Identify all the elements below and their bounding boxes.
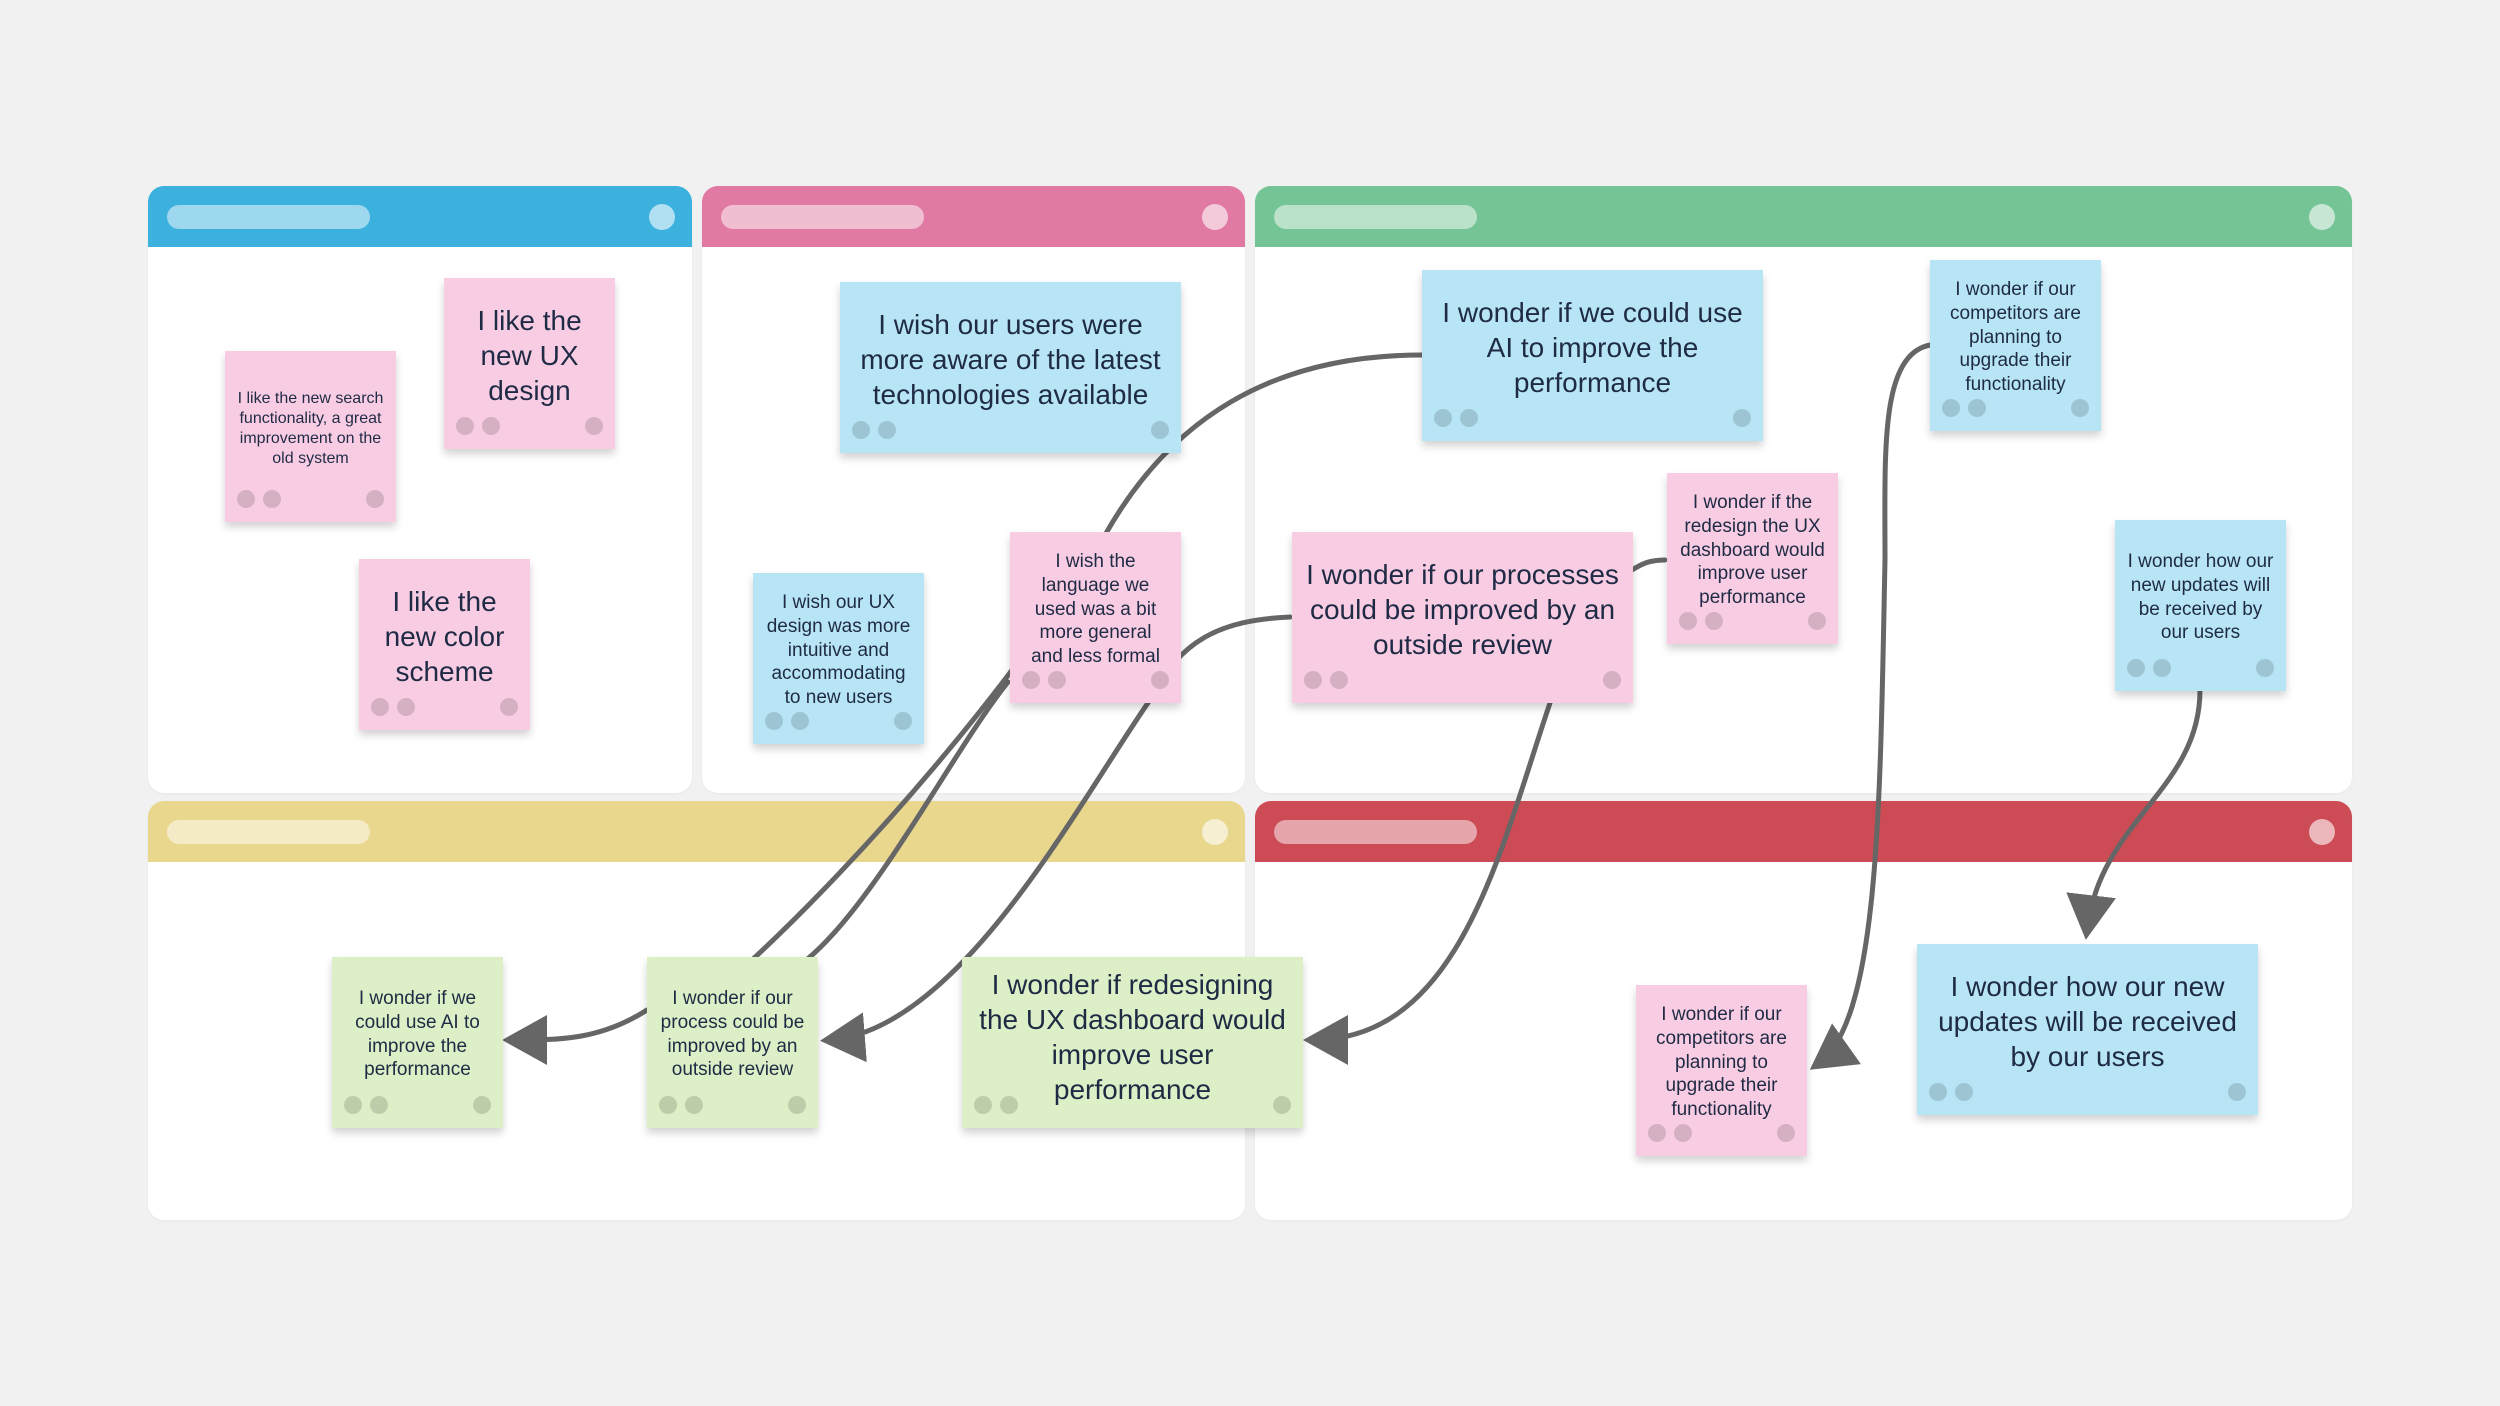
sticky-note[interactable]: I wish our users were more aware of the … <box>840 282 1181 453</box>
note-reaction-dots <box>852 419 1169 439</box>
panel-title-placeholder[interactable] <box>167 820 370 844</box>
sticky-note-text: I wonder if the redesign the UX dashboar… <box>1680 492 1825 609</box>
sticky-note-text: I like the new UX design <box>477 305 582 406</box>
sticky-note-text: I wonder if our competitors are planning… <box>1656 1004 1787 1121</box>
sticky-note[interactable]: I wonder if redesigning the UX dashboard… <box>962 957 1303 1128</box>
panel-menu-dot[interactable] <box>1202 819 1228 845</box>
panel-header[interactable] <box>148 801 1245 862</box>
note-reaction-dots <box>1304 669 1621 689</box>
sticky-note[interactable]: I like the new color scheme <box>359 559 530 730</box>
sticky-note-text: I wish our users were more aware of the … <box>860 309 1161 410</box>
panel-title-placeholder[interactable] <box>1274 820 1477 844</box>
note-reaction-dots <box>1648 1122 1795 1142</box>
sticky-note-text: I wonder if we could use AI to improve t… <box>355 988 480 1081</box>
sticky-note[interactable]: I wonder if we could use AI to improve t… <box>1422 270 1763 441</box>
sticky-note-text: I wonder if our competitors are planning… <box>1950 279 2081 396</box>
sticky-note[interactable]: I wonder how our new updates will be rec… <box>1917 944 2258 1115</box>
note-reaction-dots <box>456 415 603 435</box>
panel-header[interactable] <box>1255 801 2352 862</box>
sticky-note-text: I wonder if we could use AI to improve t… <box>1442 297 1743 398</box>
sticky-note-text: I wonder if our processes could be impro… <box>1306 559 1619 660</box>
sticky-note[interactable]: I like the new UX design <box>444 278 615 449</box>
sticky-note-text: I like the new search functionality, a g… <box>237 389 384 467</box>
sticky-note-text: I wonder if redesigning the UX dashboard… <box>979 969 1286 1105</box>
note-reaction-dots <box>765 710 912 730</box>
sticky-note[interactable]: I wonder how our new updates will be rec… <box>2115 520 2286 691</box>
panel-header[interactable] <box>702 186 1245 247</box>
panel-title-placeholder[interactable] <box>167 205 370 229</box>
note-reaction-dots <box>1929 1081 2246 1101</box>
sticky-note[interactable]: I wonder if we could use AI to improve t… <box>332 957 503 1128</box>
note-reaction-dots <box>974 1094 1291 1114</box>
note-reaction-dots <box>1942 397 2089 417</box>
note-reaction-dots <box>2127 657 2274 677</box>
sticky-note[interactable]: I like the new search functionality, a g… <box>225 351 396 522</box>
sticky-note[interactable]: I wonder if our process could be improve… <box>647 957 818 1128</box>
panel-title-placeholder[interactable] <box>1274 205 1477 229</box>
sticky-note-text: I wonder how our new updates will be rec… <box>2127 551 2274 644</box>
note-reaction-dots <box>237 488 384 508</box>
note-reaction-dots <box>1434 407 1751 427</box>
note-reaction-dots <box>371 696 518 716</box>
sticky-note-text: I wish the language we used was a bit mo… <box>1031 551 1160 668</box>
panel-menu-dot[interactable] <box>2309 819 2335 845</box>
panel-menu-dot[interactable] <box>2309 204 2335 230</box>
sticky-note[interactable]: I wish the language we used was a bit mo… <box>1010 532 1181 703</box>
note-reaction-dots <box>344 1094 491 1114</box>
panel-menu-dot[interactable] <box>649 204 675 230</box>
panel-menu-dot[interactable] <box>1202 204 1228 230</box>
sticky-note-text: I like the new color scheme <box>384 586 505 687</box>
sticky-note[interactable]: I wonder if our competitors are planning… <box>1636 985 1807 1156</box>
sticky-note[interactable]: I wonder if our processes could be impro… <box>1292 532 1633 703</box>
note-reaction-dots <box>1022 669 1169 689</box>
sticky-note-text: I wonder how our new updates will be rec… <box>1938 971 2237 1072</box>
sticky-note-text: I wonder if our process could be improve… <box>660 988 805 1081</box>
sticky-note-text: I wish our UX design was more intuitive … <box>766 592 911 709</box>
sticky-note[interactable]: I wonder if the redesign the UX dashboar… <box>1667 473 1838 644</box>
panel-title-placeholder[interactable] <box>721 205 924 229</box>
sticky-note[interactable]: I wish our UX design was more intuitive … <box>753 573 924 744</box>
panel-header[interactable] <box>148 186 692 247</box>
note-reaction-dots <box>659 1094 806 1114</box>
panel-header[interactable] <box>1255 186 2352 247</box>
note-reaction-dots <box>1679 610 1826 630</box>
sticky-note[interactable]: I wonder if our competitors are planning… <box>1930 260 2101 431</box>
